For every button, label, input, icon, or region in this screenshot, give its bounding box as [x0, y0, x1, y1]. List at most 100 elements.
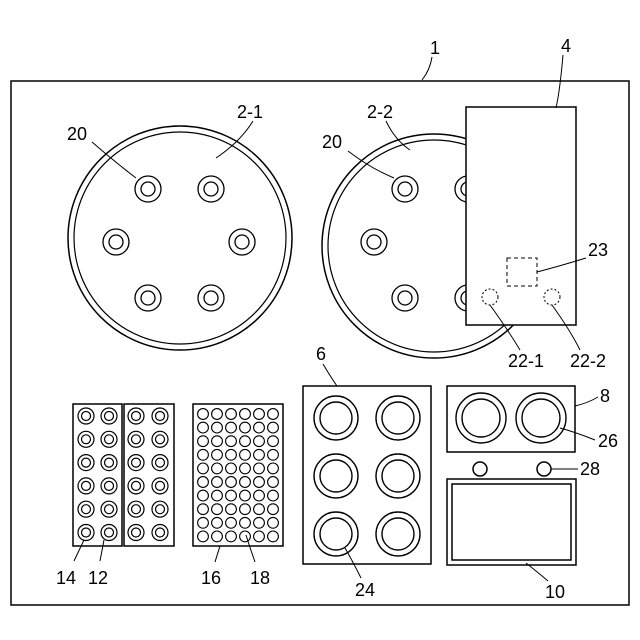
rack-tube — [78, 455, 94, 471]
rack-tube — [152, 525, 168, 541]
box-10-outer — [447, 479, 576, 565]
rack-tube — [128, 408, 144, 424]
tray-well — [376, 396, 420, 440]
plate-well — [212, 477, 223, 488]
plate-well — [212, 517, 223, 528]
tray-well — [314, 454, 358, 498]
label-well-large: 24 — [355, 580, 375, 600]
rack-tube — [101, 408, 117, 424]
rack-tube — [101, 501, 117, 517]
plate-well — [240, 504, 251, 515]
plate-well — [268, 517, 279, 528]
rotor-hole — [198, 285, 224, 311]
label-port-2: 22-2 — [570, 351, 606, 371]
rack-tube — [128, 501, 144, 517]
rotor-hole — [392, 176, 418, 202]
rotor-hole — [198, 176, 224, 202]
plate-well — [268, 449, 279, 460]
plate-well — [226, 409, 237, 420]
plate-well — [198, 504, 209, 515]
label-rotor-hole-a: 20 — [67, 124, 87, 144]
plate-well — [254, 490, 265, 501]
plate-well — [254, 449, 265, 460]
rotor-2-1 — [68, 126, 292, 350]
rack-tube — [101, 455, 117, 471]
tray-well — [456, 393, 506, 443]
rack-tube — [152, 431, 168, 447]
plate-well — [198, 531, 209, 542]
tray-well — [376, 512, 420, 556]
rack-tube — [78, 478, 94, 494]
label-knob: 28 — [580, 459, 600, 479]
rack-left — [73, 404, 122, 546]
label-rack-tube: 14 — [56, 568, 76, 588]
plate-well — [226, 449, 237, 460]
plate-well — [198, 449, 209, 460]
plate-well — [198, 422, 209, 433]
plate-well — [198, 436, 209, 447]
label-rack-a: 12 — [88, 568, 108, 588]
module-4 — [466, 107, 576, 325]
plate-well — [268, 504, 279, 515]
plate-well — [254, 463, 265, 474]
plate-well — [240, 490, 251, 501]
plate-well — [240, 517, 251, 528]
plate-well — [268, 477, 279, 488]
box-10-inner — [452, 484, 571, 560]
plate-well — [198, 477, 209, 488]
label-box: 10 — [545, 582, 565, 602]
plate-well — [212, 463, 223, 474]
label-plate: 16 — [201, 568, 221, 588]
plate-well — [240, 409, 251, 420]
plate-well — [212, 449, 223, 460]
rack-tube — [78, 408, 94, 424]
plate-well — [212, 409, 223, 420]
plate-well — [226, 463, 237, 474]
rack-tube — [128, 431, 144, 447]
label-rotor-a: 2-1 — [237, 102, 263, 122]
rack-tube — [152, 408, 168, 424]
label-plate-well: 18 — [250, 568, 270, 588]
plate-well — [240, 463, 251, 474]
label-rotor-hole-b: 20 — [322, 132, 342, 152]
plate-well — [226, 531, 237, 542]
tray-well — [314, 396, 358, 440]
tray-well — [516, 393, 566, 443]
knob-right — [537, 462, 551, 476]
plate-well — [226, 422, 237, 433]
plate-well — [212, 436, 223, 447]
plate-well — [212, 504, 223, 515]
plate-well — [254, 477, 265, 488]
label-well-right: 26 — [598, 431, 618, 451]
tray-8 — [447, 386, 575, 452]
knob-left — [473, 462, 487, 476]
rotor-hole — [392, 285, 418, 311]
plate-well — [268, 490, 279, 501]
rack-tube — [152, 455, 168, 471]
label-rotor-b: 2-2 — [367, 102, 393, 122]
rack-tube — [101, 525, 117, 541]
plate-well — [268, 531, 279, 542]
plate-well — [212, 490, 223, 501]
plate-well — [226, 517, 237, 528]
tray-well — [314, 512, 358, 556]
rack-tube — [152, 501, 168, 517]
plate-well — [254, 436, 265, 447]
plate-well — [254, 409, 265, 420]
plate-well — [226, 504, 237, 515]
tray-6 — [303, 386, 431, 564]
tray-well — [376, 454, 420, 498]
plate-well — [240, 422, 251, 433]
plate-well — [198, 517, 209, 528]
rack-tube — [128, 455, 144, 471]
label-sensor: 23 — [588, 240, 608, 260]
rack-tube — [78, 431, 94, 447]
plate-well — [254, 531, 265, 542]
plate-16 — [193, 404, 283, 546]
plate-well — [268, 422, 279, 433]
label-port-1: 22-1 — [508, 351, 544, 371]
rack-tube — [152, 478, 168, 494]
rotor-hole — [103, 229, 129, 255]
plate-well — [254, 422, 265, 433]
